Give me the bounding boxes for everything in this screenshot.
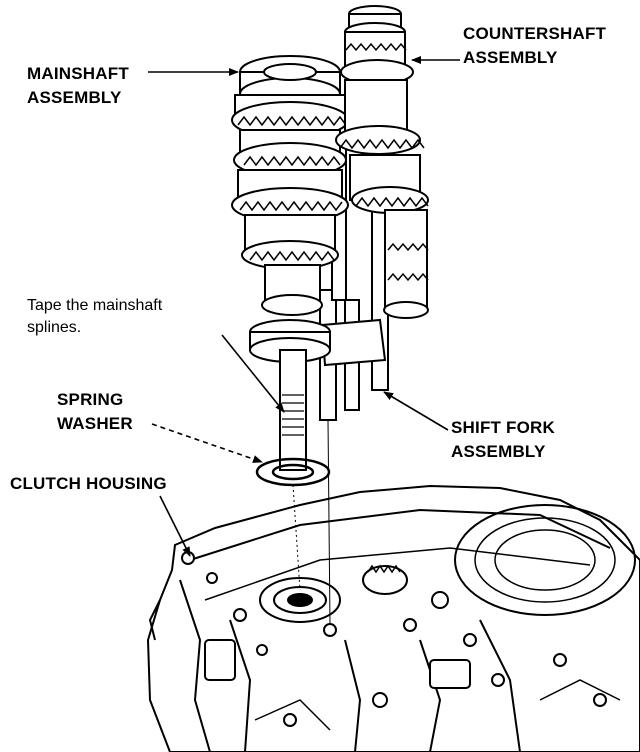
countershaft-drawing: [335, 5, 429, 319]
clutch-housing-drawing: [146, 484, 640, 752]
shift-fork-label-line1: SHIFT FORK: [451, 418, 555, 437]
mainshaft-label-line2: ASSEMBLY: [27, 88, 122, 107]
mainshaft-drawing: [231, 55, 349, 471]
shift-fork-label-line2: ASSEMBLY: [451, 442, 546, 461]
clutch-housing-label: CLUTCH HOUSING: [10, 474, 167, 493]
spring-washer-label-line2: WASHER: [57, 414, 133, 433]
tape-note-line2: splines.: [27, 319, 82, 336]
spring-washer-label-line1: SPRING: [57, 390, 124, 409]
countershaft-label-line1: COUNTERSHAFT: [463, 24, 607, 43]
tape-note-line1: Tape the mainshaft: [27, 297, 163, 314]
countershaft-label-line2: ASSEMBLY: [463, 48, 558, 67]
leader-lines: [148, 56, 460, 626]
mainshaft-label-line1: MAINSHAFT: [27, 64, 129, 83]
